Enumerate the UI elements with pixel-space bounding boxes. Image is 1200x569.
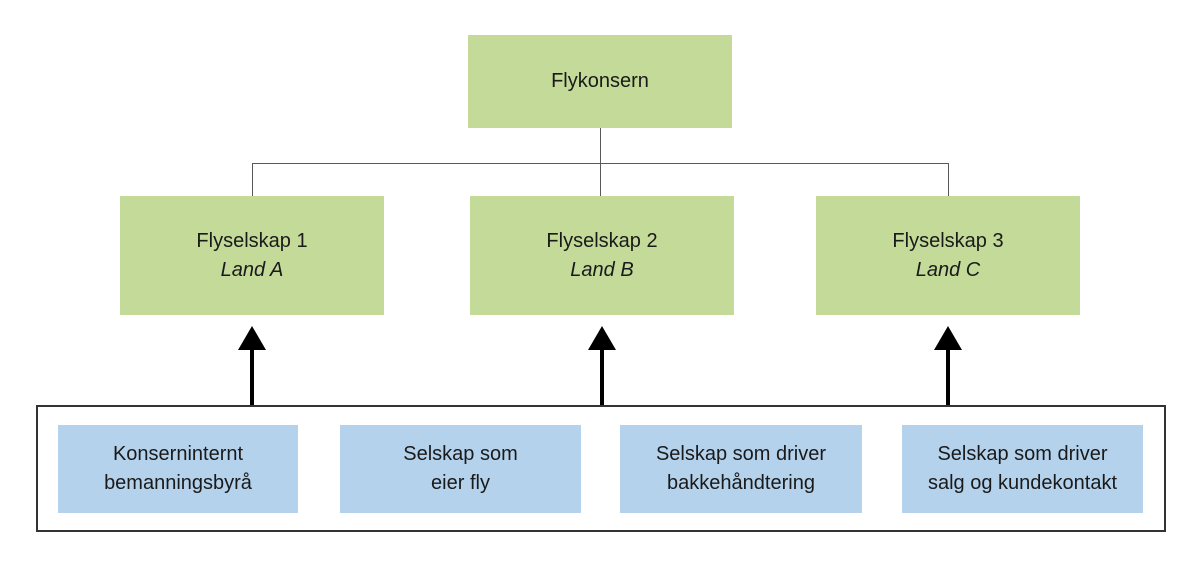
node-flyselskap-1-country: Land A <box>220 258 284 281</box>
connector-drop-airline-2 <box>600 163 601 196</box>
connector-root-stem <box>600 128 601 163</box>
node-flykonsern: Flykonsern <box>468 35 732 128</box>
node-flyselskap-3-country: Land C <box>915 258 981 281</box>
service-box-line2: bemanningsbyrå <box>104 472 252 494</box>
node-flyselskap-3-name: Flyselskap 3 <box>892 229 1004 252</box>
service-box-line1: Selskap som driver <box>655 443 827 465</box>
service-box-line2: bakkehåndtering <box>667 472 815 494</box>
arrow-head-icon <box>588 326 616 350</box>
arrow-shaft <box>946 348 950 405</box>
service-box-line2: eier fly <box>431 472 490 494</box>
service-box-line2: salg og kundekontakt <box>927 472 1118 494</box>
node-flyselskap-2-name: Flyselskap 2 <box>546 229 658 252</box>
arrow-shaft <box>600 348 604 405</box>
connector-drop-airline-3 <box>948 163 949 196</box>
service-box-line1: Selskap som <box>403 443 518 465</box>
node-flykonsern-label: Flykonsern <box>551 70 649 92</box>
service-box-eier-fly: Selskap som eier fly <box>340 425 581 513</box>
node-flyselskap-3: Flyselskap 3 Land C <box>816 196 1080 315</box>
arrow-shaft <box>250 348 254 405</box>
node-flyselskap-2: Flyselskap 2 Land B <box>470 196 734 315</box>
connector-drop-airline-1 <box>252 163 253 196</box>
node-flyselskap-1: Flyselskap 1 Land A <box>120 196 384 315</box>
node-flyselskap-2-country: Land B <box>570 258 634 281</box>
service-box-salg-kundekontakt: Selskap som driver salg og kundekontakt <box>902 425 1143 513</box>
arrow-head-icon <box>934 326 962 350</box>
service-box-line1: Selskap som driver <box>937 443 1108 465</box>
service-box-bemanningsbyra: Konserninternt bemanningsbyrå <box>58 425 298 513</box>
arrow-head-icon <box>238 326 266 350</box>
service-box-line1: Konserninternt <box>112 443 244 465</box>
node-flyselskap-1-name: Flyselskap 1 <box>196 229 308 252</box>
service-box-bakkehandtering: Selskap som driver bakkehåndtering <box>620 425 862 513</box>
